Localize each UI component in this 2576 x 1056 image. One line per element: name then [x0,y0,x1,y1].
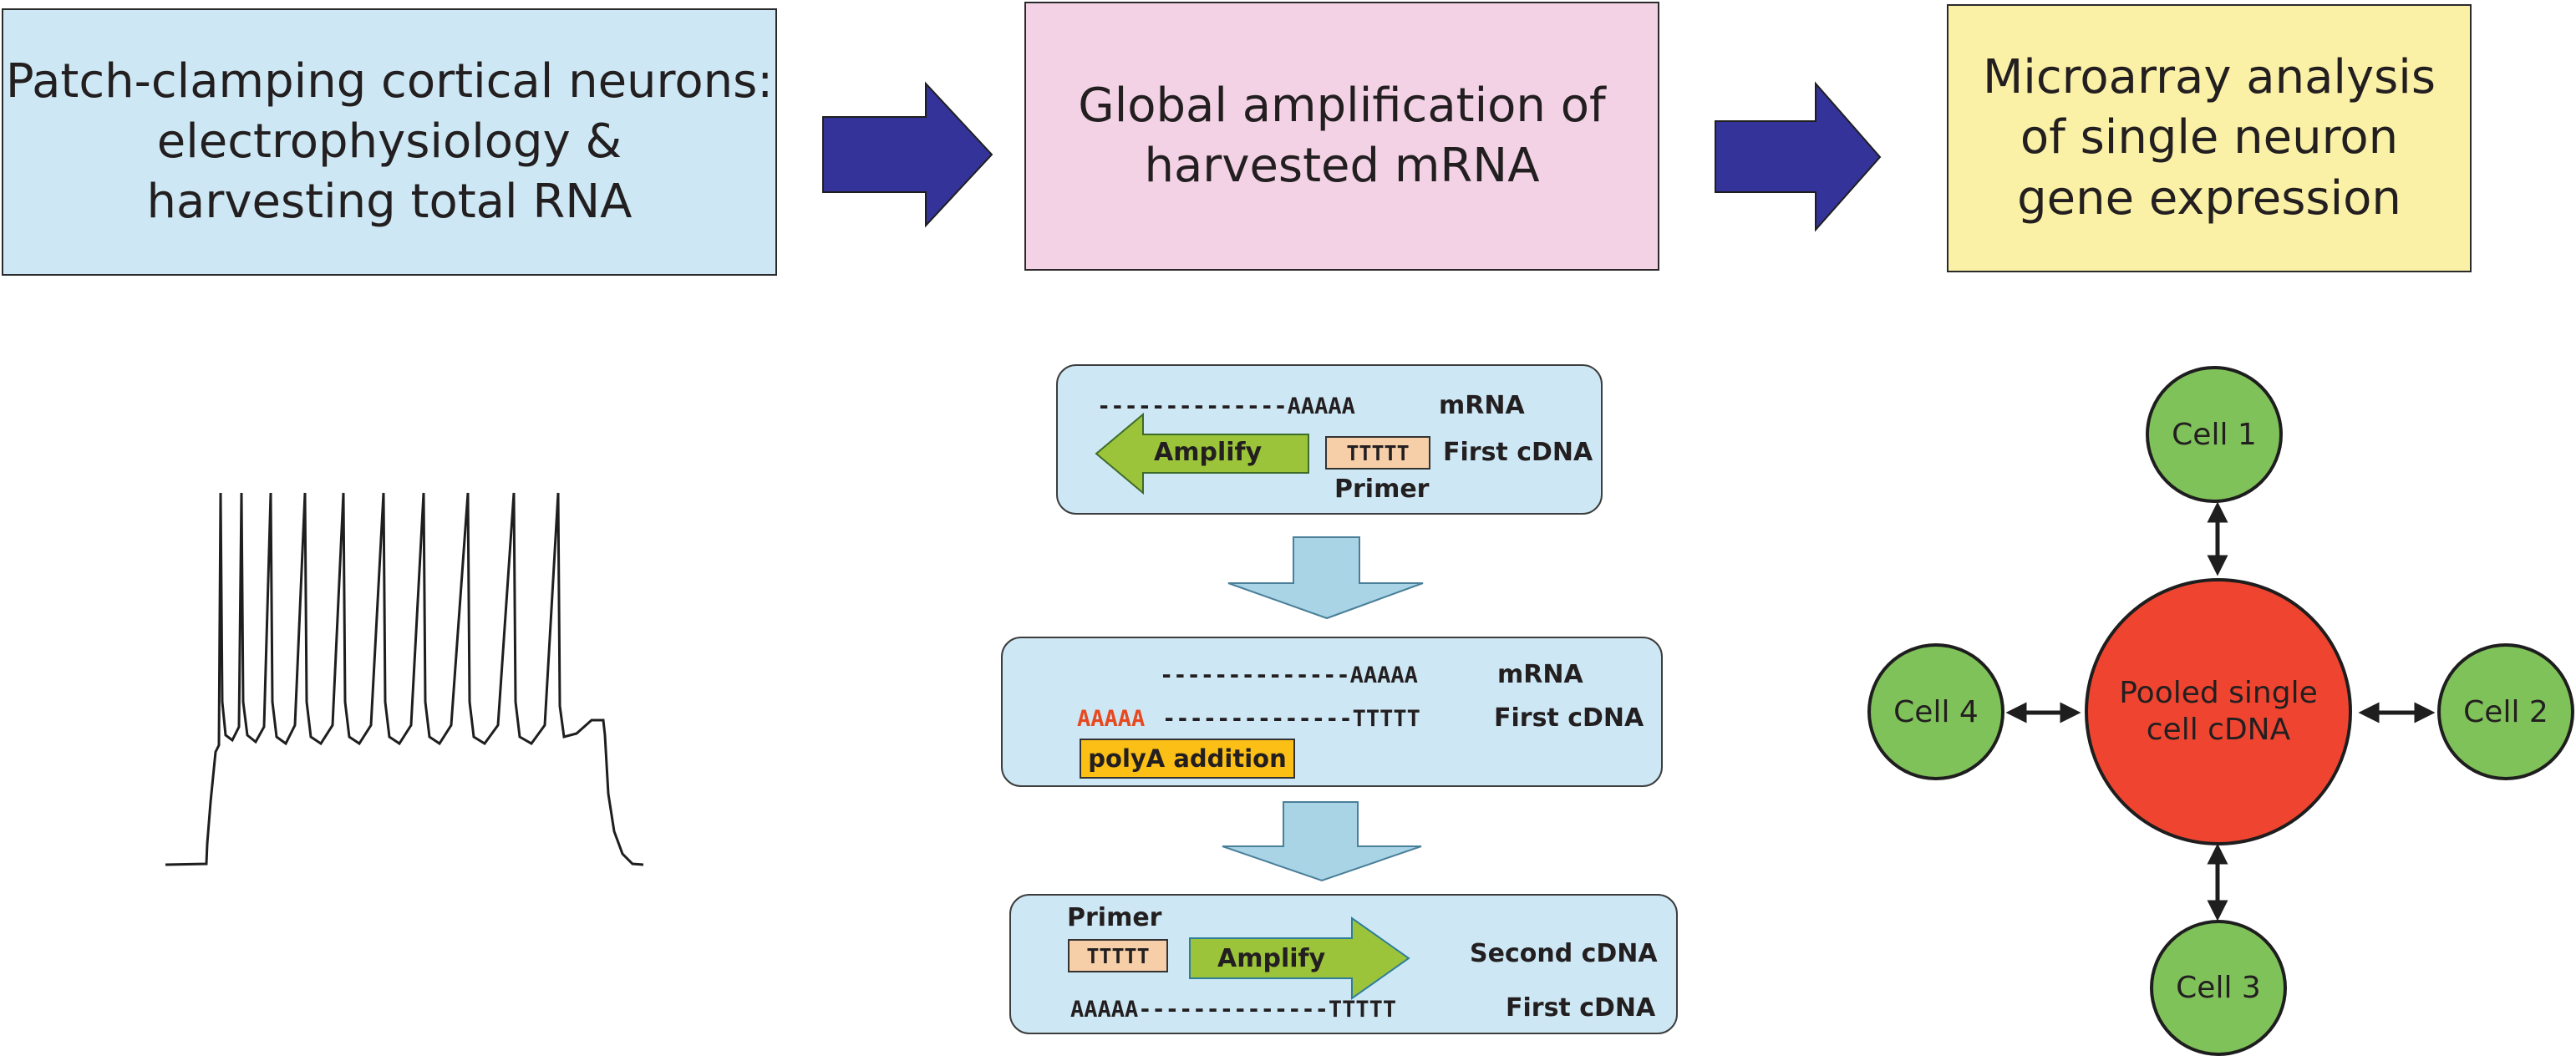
step-box-global-amplification: Global amplification of harvested mRNA [1024,2,1659,271]
cell-4-label: Cell 4 [1893,694,1979,729]
panel1-primer-box: TTTTT [1325,436,1430,470]
step-3-line-3: gene expression [2017,170,2401,226]
step-3-line-2: of single neuron [2020,110,2399,165]
panel1-first-cdna-label: First cDNA [1443,438,1593,467]
step-1-line-2: electrophysiology & [156,114,622,169]
panel2-polya-seq: AAAAA [1077,706,1146,732]
flow-arrow-icon [1715,81,1882,232]
cell-1-label: Cell 1 [2172,417,2257,452]
panel3-primer-box: TTTTT [1068,939,1168,972]
panel2-mrna-seq: --------------AAAAA [1160,663,1418,688]
panel2-first-cdna-label: First cDNA [1494,703,1644,733]
step-box-microarray: Microarray analysis of single neuron gen… [1947,4,2472,272]
polya-addition-box: polyA addition [1080,739,1295,779]
step-2-line-2: harvested mRNA [1144,139,1540,193]
amplify-arrow-icon [1095,413,1309,495]
step-1-line-1: Patch-clamping cortical neurons: [5,53,774,109]
down-arrow-icon [1227,536,1424,620]
cell-2-circle: Cell 2 [2437,643,2574,780]
panel3-amplify-label: Amplify [1217,944,1326,973]
pool-line-2: cell cDNA [2146,713,2291,747]
panel1-amplify-label: Amplify [1154,438,1263,467]
panel2-mrna-label: mRNA [1497,660,1583,689]
polya-addition-label: polyA addition [1088,744,1287,773]
action-potential-trace-icon [165,492,644,866]
step-3-line-1: Microarray analysis [1982,50,2436,105]
flow-arrow-icon [822,81,993,228]
panel3-first-cdna-label: First cDNA [1506,993,1656,1023]
pooled-cdna-circle: Pooled single cell cDNA [2085,578,2352,845]
down-arrow-icon [1222,801,1422,882]
panel3-first-cdna-seq: AAAAA--------------TTTTT [1070,997,1397,1023]
pool-line-1: Pooled single [2119,676,2318,711]
cell-3-circle: Cell 3 [2150,920,2287,1056]
cell-2-label: Cell 2 [2463,694,2548,729]
step-box-patch-clamping: Patch-clamping cortical neurons: electro… [2,8,777,276]
amplify-arrow-icon [1189,916,1410,1000]
cell-3-label: Cell 3 [2176,971,2261,1005]
panel3-second-cdna-label: Second cDNA [1470,939,1658,968]
step-1-line-3: harvesting total RNA [146,175,633,230]
panel3-primer-label: Primer [1067,903,1162,932]
panel1-primer-label: Primer [1334,475,1430,504]
panel2-cdna-seq: --------------TTTTT [1162,706,1420,732]
cell-1-circle: Cell 1 [2146,366,2283,503]
panel1-mrna-label: mRNA [1439,391,1525,420]
step-2-line-1: Global amplification of [1078,78,1606,133]
panel1-mrna-seq: --------------AAAAA [1097,393,1355,419]
cell-4-circle: Cell 4 [1867,643,2004,780]
